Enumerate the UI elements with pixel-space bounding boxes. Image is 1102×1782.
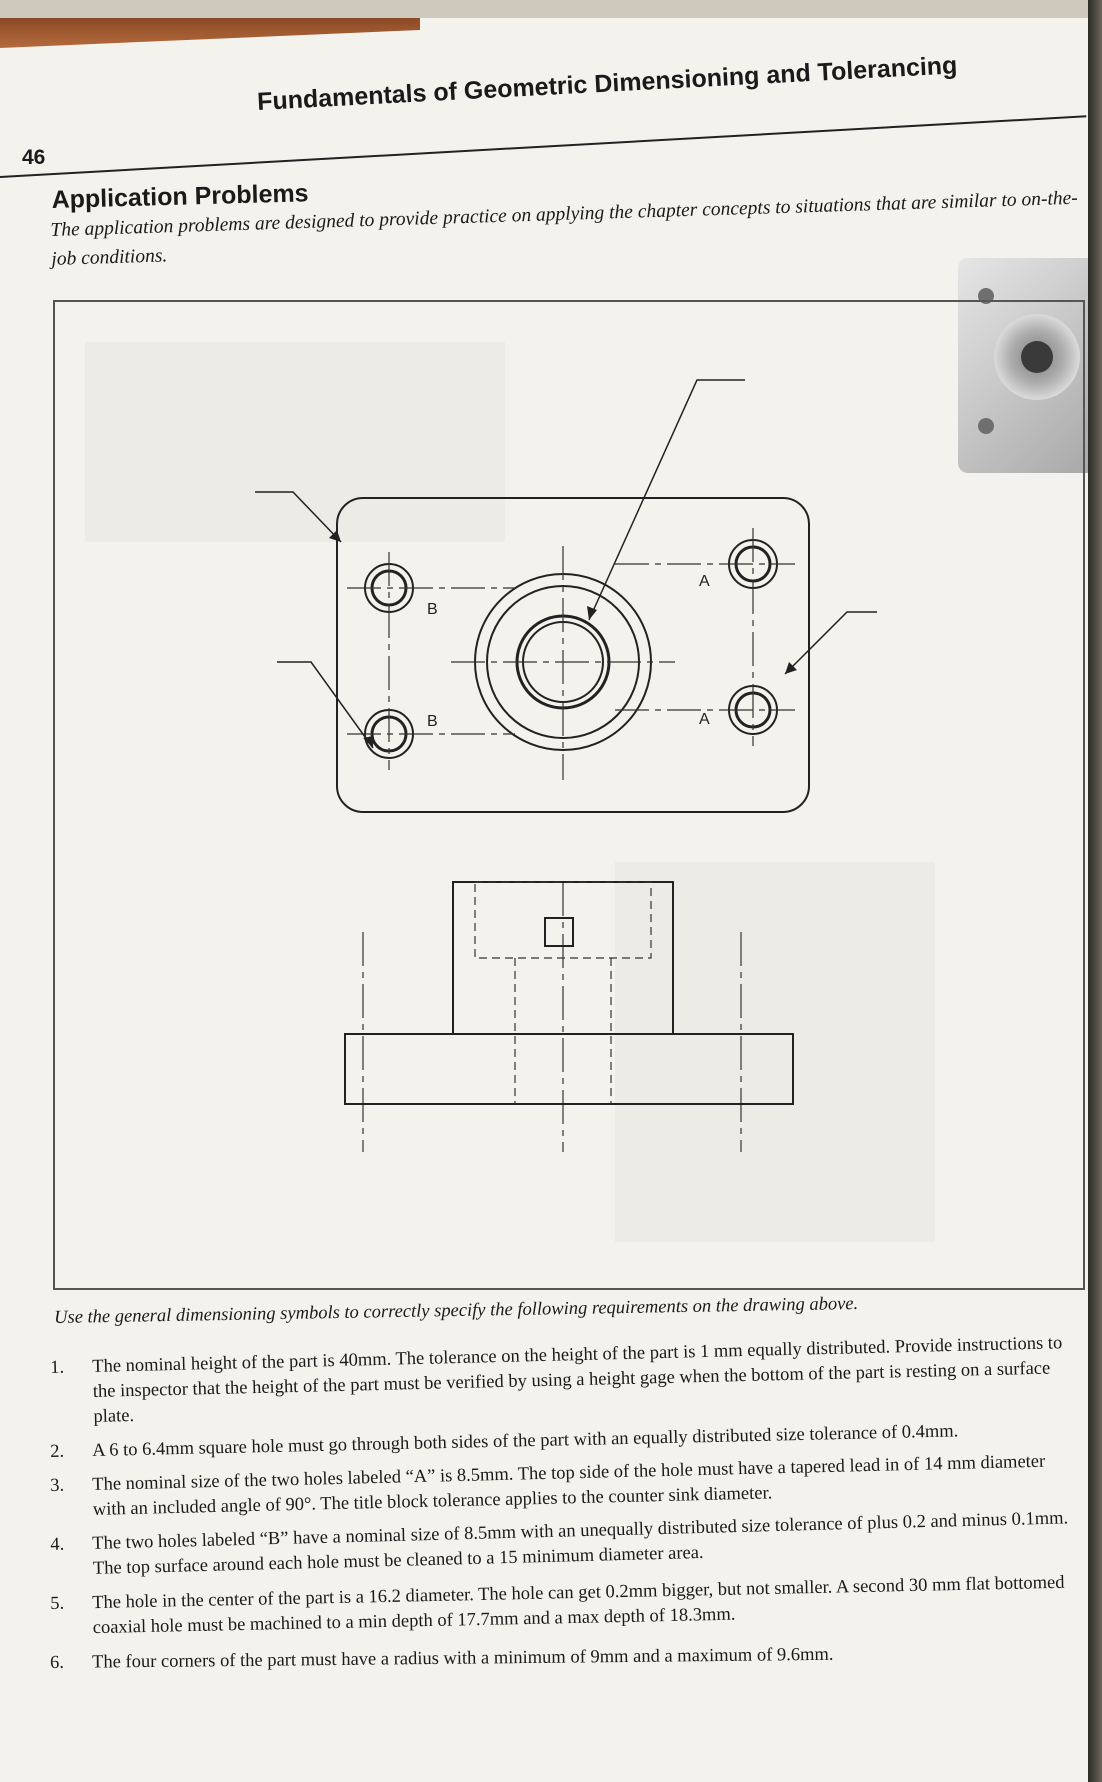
front-view-base <box>344 1033 794 1105</box>
hole-label: B <box>427 601 438 618</box>
leader-line <box>784 611 877 675</box>
problem-number: 1. <box>50 1357 65 1378</box>
problem-number: 2. <box>50 1441 65 1462</box>
leader-arrowhead <box>363 736 373 748</box>
engineering-drawing: B B A A <box>255 379 877 1152</box>
problem-item: 6. The four corners of the part must hav… <box>50 1640 1090 1676</box>
book-page: 46 Fundamentals of Geometric Dimensionin… <box>0 18 1088 1782</box>
photo-bore <box>1021 341 1053 373</box>
problem-number: 4. <box>50 1534 65 1555</box>
photo-bolt-hole <box>978 418 994 434</box>
top-view-outline <box>336 497 810 813</box>
leader-line <box>588 379 745 621</box>
hole-label: A <box>699 573 710 590</box>
leader-arrowhead <box>329 530 341 542</box>
hole-label: A <box>699 711 710 728</box>
problem-item: 1. The nominal height of the part is 40m… <box>50 1331 1092 1431</box>
problem-text: The hole in the center of the part is a … <box>92 1572 1065 1639</box>
problem-number: 3. <box>50 1475 65 1496</box>
problem-text: The four corners of the part must have a… <box>92 1644 834 1673</box>
problem-number: 6. <box>50 1652 65 1673</box>
square-hole-symbol <box>544 917 574 947</box>
hidden-counterbore <box>474 881 652 959</box>
leader-line <box>277 661 374 749</box>
problem-item: 5. The hole in the center of the part is… <box>50 1570 1091 1642</box>
leader-arrowhead <box>785 662 797 674</box>
problem-list: 1. The nominal height of the part is 40m… <box>50 1333 1091 1685</box>
flange-part-photo <box>958 258 1088 473</box>
show-through-text <box>85 342 505 542</box>
page-top-edge <box>0 18 420 48</box>
page-number: 46 <box>22 146 46 169</box>
book-spine-shadow <box>1088 0 1102 1782</box>
leader-line <box>255 491 342 543</box>
show-through-text <box>615 862 935 1242</box>
problem-text: The nominal height of the part is 40mm. … <box>92 1333 1063 1427</box>
book-running-title: Fundamentals of Geometric Dimensioning a… <box>256 51 959 117</box>
leader-arrowhead <box>587 606 597 620</box>
hole-label: B <box>427 713 438 730</box>
drawing-frame: B B A A <box>53 300 1085 1290</box>
instructions: Use the general dimensioning symbols to … <box>54 1293 859 1328</box>
problem-number: 5. <box>50 1593 65 1614</box>
header-rule <box>0 115 1087 178</box>
